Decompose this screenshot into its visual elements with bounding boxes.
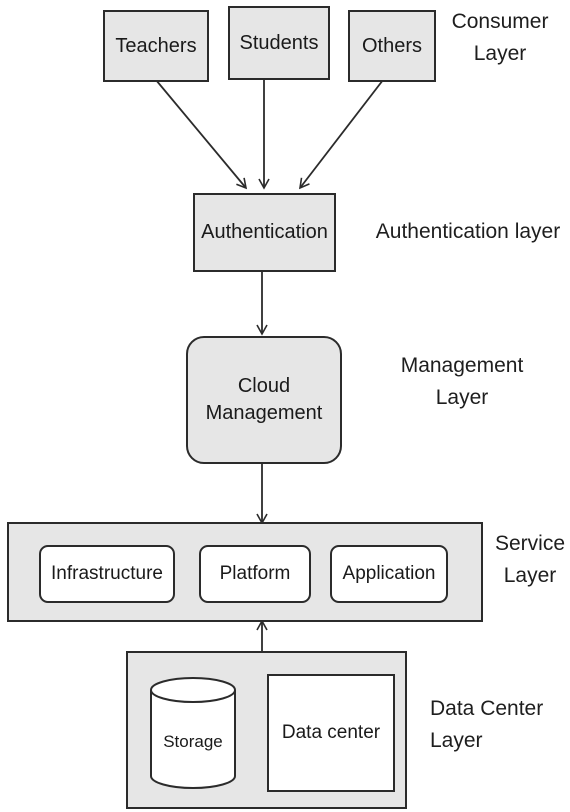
- infrastructure-label: Infrastructure: [51, 563, 163, 584]
- service-layer-line1: Service: [494, 532, 566, 555]
- service-layer-label: Service Layer: [494, 528, 566, 591]
- arrow-teachers-to-auth: [155, 79, 248, 190]
- cloud-management-line2: Management: [205, 402, 323, 424]
- data-center-layer-line1: Data Center: [430, 697, 544, 720]
- others-box: Others: [348, 10, 436, 82]
- consumer-layer-label: Consumer Layer: [440, 6, 560, 69]
- cloud-management-line1: Cloud: [237, 375, 291, 397]
- service-layer-line2: Layer: [503, 563, 557, 587]
- arrow-others-to-auth: [298, 79, 384, 190]
- consumer-layer-line1: Consumer: [451, 10, 549, 33]
- platform-box: Platform: [199, 545, 311, 603]
- teachers-label: Teachers: [115, 34, 197, 57]
- authentication-layer-label: Authentication layer: [375, 220, 561, 243]
- students-box: Students: [228, 6, 330, 80]
- management-layer-label: Management Layer: [392, 350, 532, 413]
- application-box: Application: [330, 545, 448, 603]
- data-center-layer-line2: Layer: [430, 728, 483, 752]
- students-label: Students: [239, 31, 319, 54]
- others-label: Others: [361, 34, 423, 57]
- authentication-label: Authentication: [201, 221, 328, 243]
- data-center-label: Data center: [281, 722, 381, 743]
- platform-label: Platform: [219, 563, 291, 584]
- teachers-box: Teachers: [103, 10, 209, 82]
- storage-label: Storage: [163, 732, 223, 751]
- data-center-box: Data center: [267, 674, 395, 792]
- consumer-layer-line2: Layer: [473, 41, 527, 65]
- management-layer-line2: Layer: [435, 385, 489, 409]
- authentication-box: Authentication: [193, 193, 336, 272]
- application-label: Application: [342, 563, 436, 584]
- management-layer-line1: Management: [400, 354, 524, 377]
- infrastructure-box: Infrastructure: [39, 545, 175, 603]
- data-center-layer-label: Data Center Layer: [430, 693, 560, 756]
- storage-cylinder-icon: [150, 677, 236, 789]
- cloud-management-box: Cloud Management: [186, 336, 342, 464]
